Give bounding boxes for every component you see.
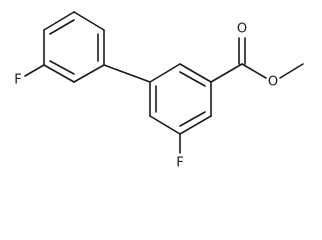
bond (73, 64, 105, 83)
molecule-structure: F F O O (14, 11, 304, 171)
bond (73, 11, 105, 31)
bond (43, 64, 75, 83)
left-phenyl-ring (43, 11, 105, 83)
bond-carbonyl-ester-oxygen (241, 63, 267, 79)
bond-ring-carbonyl (210, 63, 243, 83)
biaryl-bond (103, 64, 151, 83)
bond (179, 115, 212, 135)
bond (149, 115, 181, 135)
double-bond-inner (179, 111, 206, 127)
double-bond-inner (49, 19, 75, 35)
bond (149, 63, 181, 83)
fluorine-left-label: F (14, 73, 21, 88)
fluorine-bottom-label: F (176, 156, 183, 171)
carbonyl-oxygen-label: O (237, 22, 247, 37)
double-bond-inner (49, 60, 75, 75)
bond-ester-oxygen-methyl (279, 63, 304, 79)
ester-oxygen-label: O (268, 75, 278, 90)
central-phenyl-ring (149, 63, 212, 135)
bond (43, 11, 75, 31)
bond (179, 63, 212, 83)
bond-fluorine-left (24, 64, 45, 77)
double-bond-inner (179, 71, 206, 87)
